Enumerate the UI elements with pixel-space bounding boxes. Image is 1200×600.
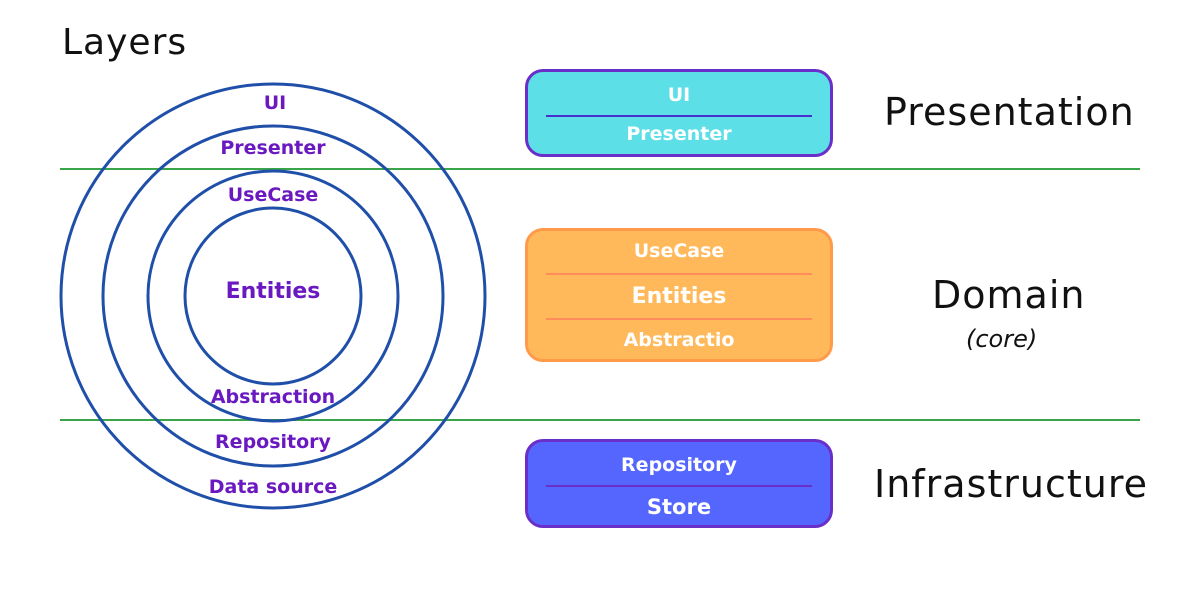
infrastructure-separator: [546, 485, 812, 487]
label-infrastructure: Infrastructure: [874, 462, 1149, 506]
ring-second: [101, 124, 445, 468]
ring-third: [146, 169, 400, 423]
domain-box: UseCase Entities Abstractio: [525, 228, 833, 362]
divider-bottom: [60, 419, 1140, 421]
ring-label-abstraction: Abstraction: [211, 386, 335, 408]
domain-row-usecase: UseCase: [633, 240, 725, 262]
domain-separator-2: [546, 318, 812, 320]
presentation-separator: [546, 115, 812, 117]
diagram-title: Layers: [62, 22, 188, 63]
ring-label-usecase: UseCase: [228, 184, 319, 206]
ring-inner: [183, 206, 363, 386]
label-domain: Domain: [932, 273, 1086, 317]
infrastructure-row-repository: Repository: [621, 454, 737, 476]
label-domain-core: (core): [966, 325, 1038, 353]
divider-top: [60, 168, 1140, 170]
ring-label-repository: Repository: [215, 431, 331, 453]
domain-row-abstractio: Abstractio: [623, 329, 735, 351]
infrastructure-box: Repository Store: [525, 439, 833, 528]
presentation-row-presenter: Presenter: [626, 123, 732, 145]
ring-outer: [59, 82, 487, 510]
presentation-box: UI Presenter: [525, 69, 833, 157]
label-presentation: Presentation: [884, 90, 1135, 134]
ring-label-presenter: Presenter: [220, 137, 326, 159]
domain-separator-1: [546, 273, 812, 275]
ring-label-entities: Entities: [226, 279, 321, 304]
domain-row-entities: Entities: [631, 284, 727, 309]
infrastructure-row-store: Store: [646, 495, 712, 519]
ring-label-ui: UI: [264, 92, 287, 114]
presentation-row-ui: UI: [667, 84, 691, 106]
ring-label-data-source: Data source: [209, 476, 338, 498]
